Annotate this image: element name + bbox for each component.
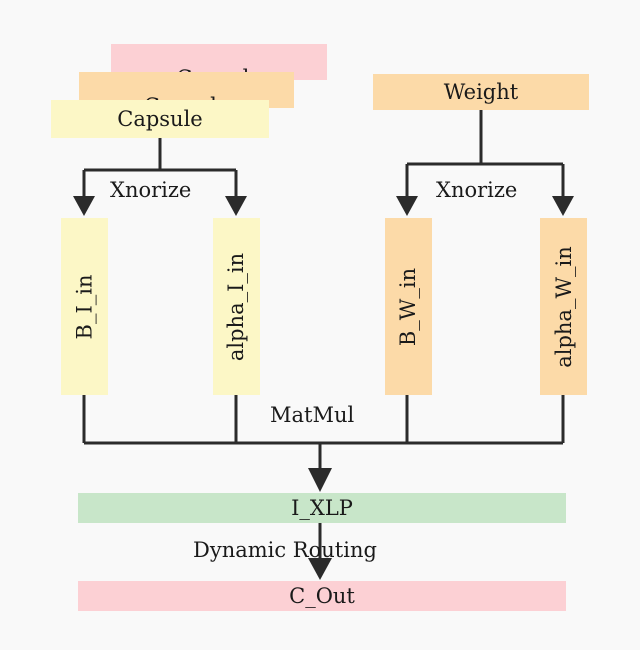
xlp-box: I_XLP — [78, 493, 566, 523]
alpha-i-in-box: alpha_I_in — [213, 218, 260, 395]
xnorize-right-label: Xnorize — [436, 178, 518, 202]
b-w-in-label: B_W_in — [396, 267, 421, 346]
b-i-in-label: B_I_in — [72, 274, 97, 339]
weight-box: Weight — [373, 74, 589, 110]
xlp-label: I_XLP — [291, 496, 353, 520]
alpha-i-in-label: alpha_I_in — [224, 252, 249, 361]
arrowhead-alpha-w-in — [552, 196, 574, 216]
arrowhead-b-w-in — [396, 196, 418, 216]
weight-label: Weight — [443, 80, 519, 104]
arrowhead-alpha-i-in — [225, 196, 247, 216]
b-w-in-box: B_W_in — [385, 218, 432, 395]
capsule-front-label: Capsule — [117, 107, 203, 131]
arrowhead-output — [308, 558, 332, 580]
b-i-in-box: B_I_in — [61, 218, 108, 395]
dynamic-routing-label: Dynamic Routing — [193, 538, 377, 562]
matmul-label: MatMul — [270, 403, 355, 427]
alpha-w-in-label: alpha_W_in — [551, 245, 576, 368]
xnorize-left-label: Xnorize — [110, 178, 192, 202]
capsule-box-front: Capsule — [51, 100, 269, 138]
alpha-w-in-box: alpha_W_in — [540, 218, 587, 395]
c-out-label: C_Out — [289, 584, 355, 608]
c-out-box: C_Out — [78, 581, 566, 611]
arrowhead-xlp — [308, 468, 332, 492]
arrowhead-b-i-in — [73, 196, 95, 216]
